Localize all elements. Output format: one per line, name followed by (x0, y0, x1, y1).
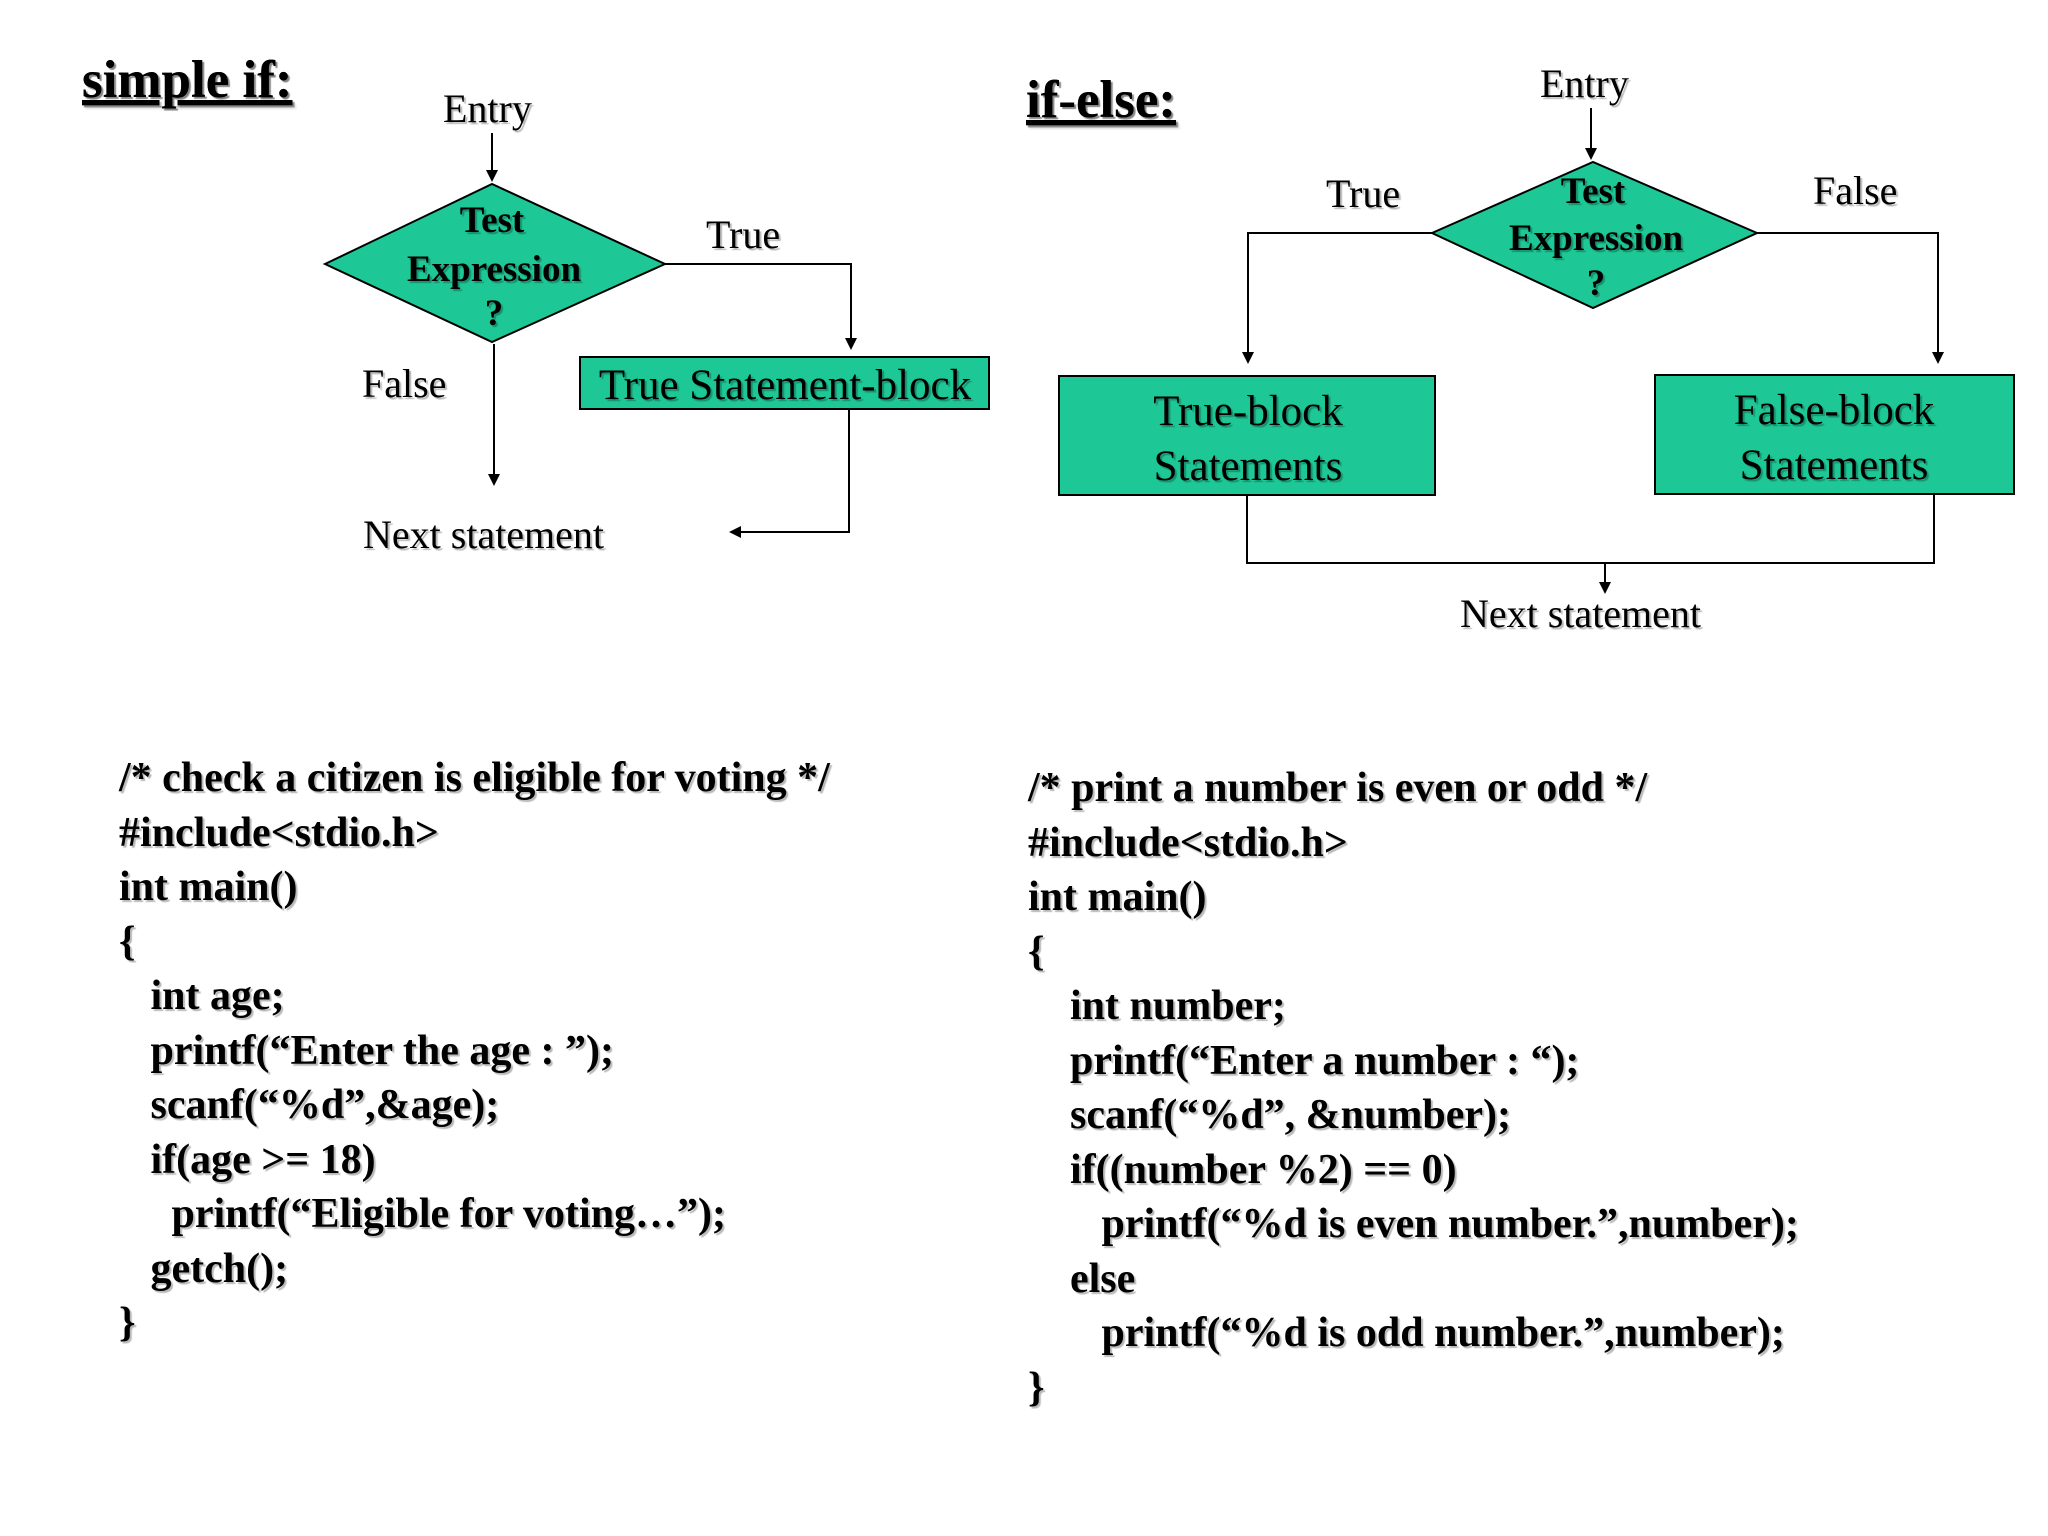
code-left-line: } (119, 1300, 136, 1346)
if-else-test-line3: ? (1587, 263, 1606, 304)
code-right-line: #include<stdio.h> (1028, 819, 1348, 866)
simple-if-next-label: Next statement (363, 512, 604, 557)
code-right: /* print a number is even or odd */ #inc… (1028, 761, 1799, 1415)
if-else-false-label: False (1813, 168, 1897, 213)
simple-if-merge-arrow (729, 409, 850, 538)
simple-if-entry-label: Entry (443, 86, 532, 131)
code-left-line: /* check a citizen is eligible for votin… (119, 755, 830, 801)
code-right-line: int number; (1028, 983, 1286, 1029)
if-else-false-arrow (1757, 232, 1944, 364)
simple-if-false-label: False (362, 361, 446, 406)
code-left-line: if(age >= 18) (119, 1136, 376, 1183)
code-left-line: getch(); (119, 1245, 289, 1292)
if-else-true-arrow (1242, 232, 1432, 364)
simple-if-title: simple if: (82, 51, 293, 109)
if-else-next-label: Next statement (1460, 591, 1701, 636)
code-right-line: printf(“%d is odd number.”,number); (1028, 1310, 1785, 1356)
code-right-line: else (1028, 1255, 1136, 1302)
code-right-line: } (1028, 1364, 1045, 1411)
code-left-line: printf(“Eligible for voting…”); (119, 1191, 727, 1237)
if-else-true-label: True (1326, 171, 1400, 216)
if-else-true-block-line2: Statements (1154, 443, 1343, 490)
code-right-line: printf(“Enter a number : “); (1028, 1037, 1580, 1084)
if-else-false-block (1654, 374, 2015, 495)
code-right-line: if((number %2) == 0) (1028, 1146, 1457, 1193)
code-left-line: #include<stdio.h> (119, 809, 439, 856)
code-left: /* check a citizen is eligible for votin… (119, 751, 830, 1351)
code-right-line: { (1028, 928, 1045, 975)
if-else-false-block-line2: Statements (1740, 442, 1929, 489)
code-right-line: printf(“%d is even number.”,number); (1028, 1201, 1799, 1247)
simple-if-test-line2: Expression (407, 249, 582, 290)
simple-if-true-block (579, 356, 990, 410)
if-else-title: if-else: (1026, 71, 1176, 129)
simple-if-test-line3: ? (485, 293, 504, 334)
code-left-line: { (119, 918, 136, 965)
if-else-test-line1: Test (1561, 171, 1626, 212)
if-else-true-block (1058, 375, 1436, 496)
code-left-line: printf(“Enter the age : ”); (119, 1027, 614, 1074)
if-else-test-line2: Expression (1509, 218, 1684, 259)
code-left-line: scanf(“%d”,&age); (119, 1082, 500, 1128)
code-right-line: /* print a number is even or odd */ (1028, 765, 1648, 811)
code-right-line: int main() (1028, 874, 1207, 920)
if-else-true-block-line1: True-block (1153, 388, 1343, 435)
code-left-line: int main() (119, 864, 298, 910)
code-right-line: scanf(“%d”, &number); (1028, 1092, 1511, 1138)
if-else-false-block-line1: False-block (1734, 387, 1935, 434)
simple-if-true-block-label: True Statement-block (599, 362, 972, 409)
simple-if-true-arrow (665, 263, 857, 350)
code-left-line: int age; (119, 973, 285, 1019)
if-else-merge-line (1246, 494, 1935, 564)
simple-if-test-line1: Test (460, 200, 525, 241)
if-else-entry-label: Entry (1540, 61, 1629, 106)
simple-if-true-label: True (706, 212, 780, 257)
